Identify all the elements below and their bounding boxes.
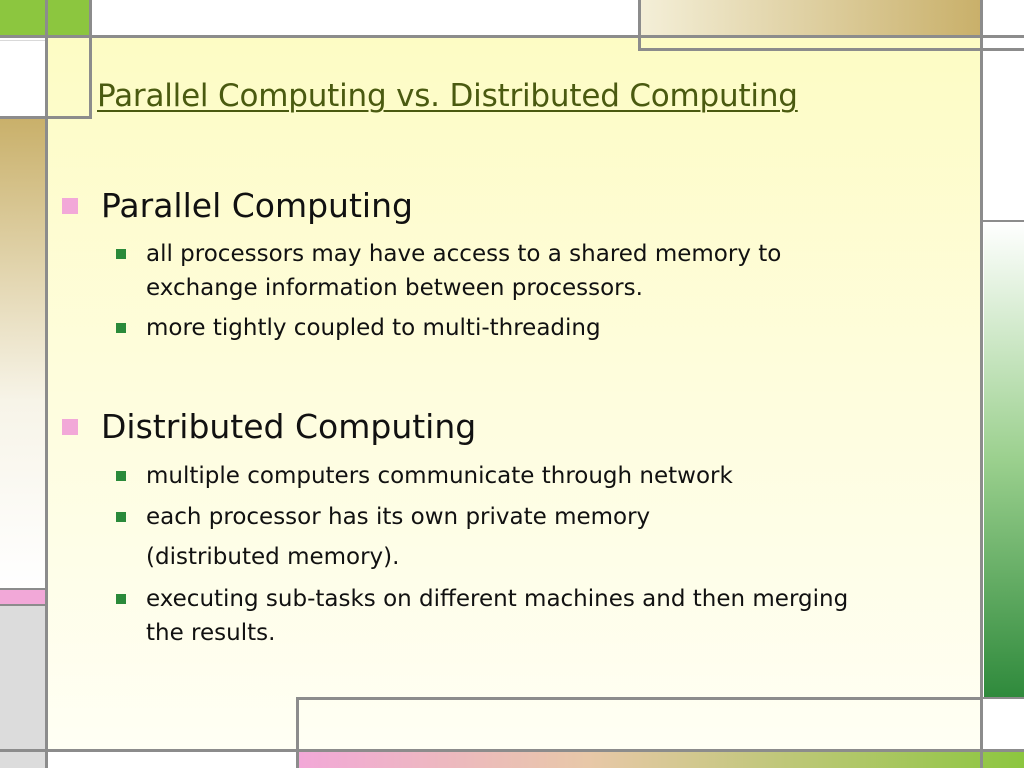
frame-line-light — [0, 40, 45, 41]
top-right-tan-block — [640, 0, 981, 36]
square-bullet-icon — [62, 419, 78, 435]
frame-line — [638, 48, 1024, 51]
list-item-line: (distributed memory). — [146, 544, 400, 570]
slide-title: Parallel Computing vs. Distributed Compu… — [97, 78, 798, 114]
frame-line — [89, 0, 92, 118]
list-item-text: all processors may have access to a shar… — [146, 237, 966, 305]
square-bullet-icon — [116, 594, 126, 604]
right-green-block — [984, 222, 1024, 697]
left-pink-strip — [0, 590, 46, 604]
list-item-line: exchange information between processors. — [146, 275, 643, 301]
bottom-gradient-strip — [298, 752, 1024, 768]
list-item-line: each processor has its own private memor… — [146, 504, 651, 530]
list-item-line: all processors may have access to a shar… — [146, 241, 782, 267]
frame-line — [638, 0, 641, 50]
top-left-green-block — [0, 0, 89, 36]
left-bottom-grey-block — [0, 605, 46, 768]
list-item-text: more tightly coupled to multi-threading — [146, 311, 966, 345]
frame-line — [0, 35, 1024, 38]
square-bullet-icon — [116, 471, 126, 481]
list-item-line: executing sub-tasks on different machine… — [146, 586, 849, 612]
frame-line — [0, 604, 46, 606]
left-tan-block — [0, 118, 46, 590]
list-item-line: multiple computers communicate through n… — [146, 463, 733, 489]
frame-line — [983, 220, 1024, 222]
section-heading-text: Parallel Computing — [101, 186, 413, 225]
square-bullet-icon — [116, 512, 126, 522]
frame-line — [296, 697, 983, 700]
list-item-text: executing sub-tasks on different machine… — [146, 582, 966, 650]
square-bullet-icon — [116, 323, 126, 333]
list-item-line: more tightly coupled to multi-threading — [146, 315, 601, 341]
frame-line — [980, 0, 983, 768]
square-bullet-icon — [116, 249, 126, 259]
frame-line — [296, 697, 299, 768]
frame-line — [45, 0, 48, 768]
list-item-text: multiple computers communicate through n… — [146, 459, 966, 493]
frame-line — [0, 749, 1024, 752]
frame-line — [983, 697, 1024, 699]
frame-line — [0, 588, 46, 590]
square-bullet-icon — [62, 198, 78, 214]
section-heading-text: Distributed Computing — [101, 407, 477, 446]
list-item-text: each processor has its own private memor… — [146, 500, 966, 574]
frame-line — [0, 116, 92, 119]
list-item-line: the results. — [146, 620, 276, 646]
slide-content-area — [47, 36, 981, 750]
